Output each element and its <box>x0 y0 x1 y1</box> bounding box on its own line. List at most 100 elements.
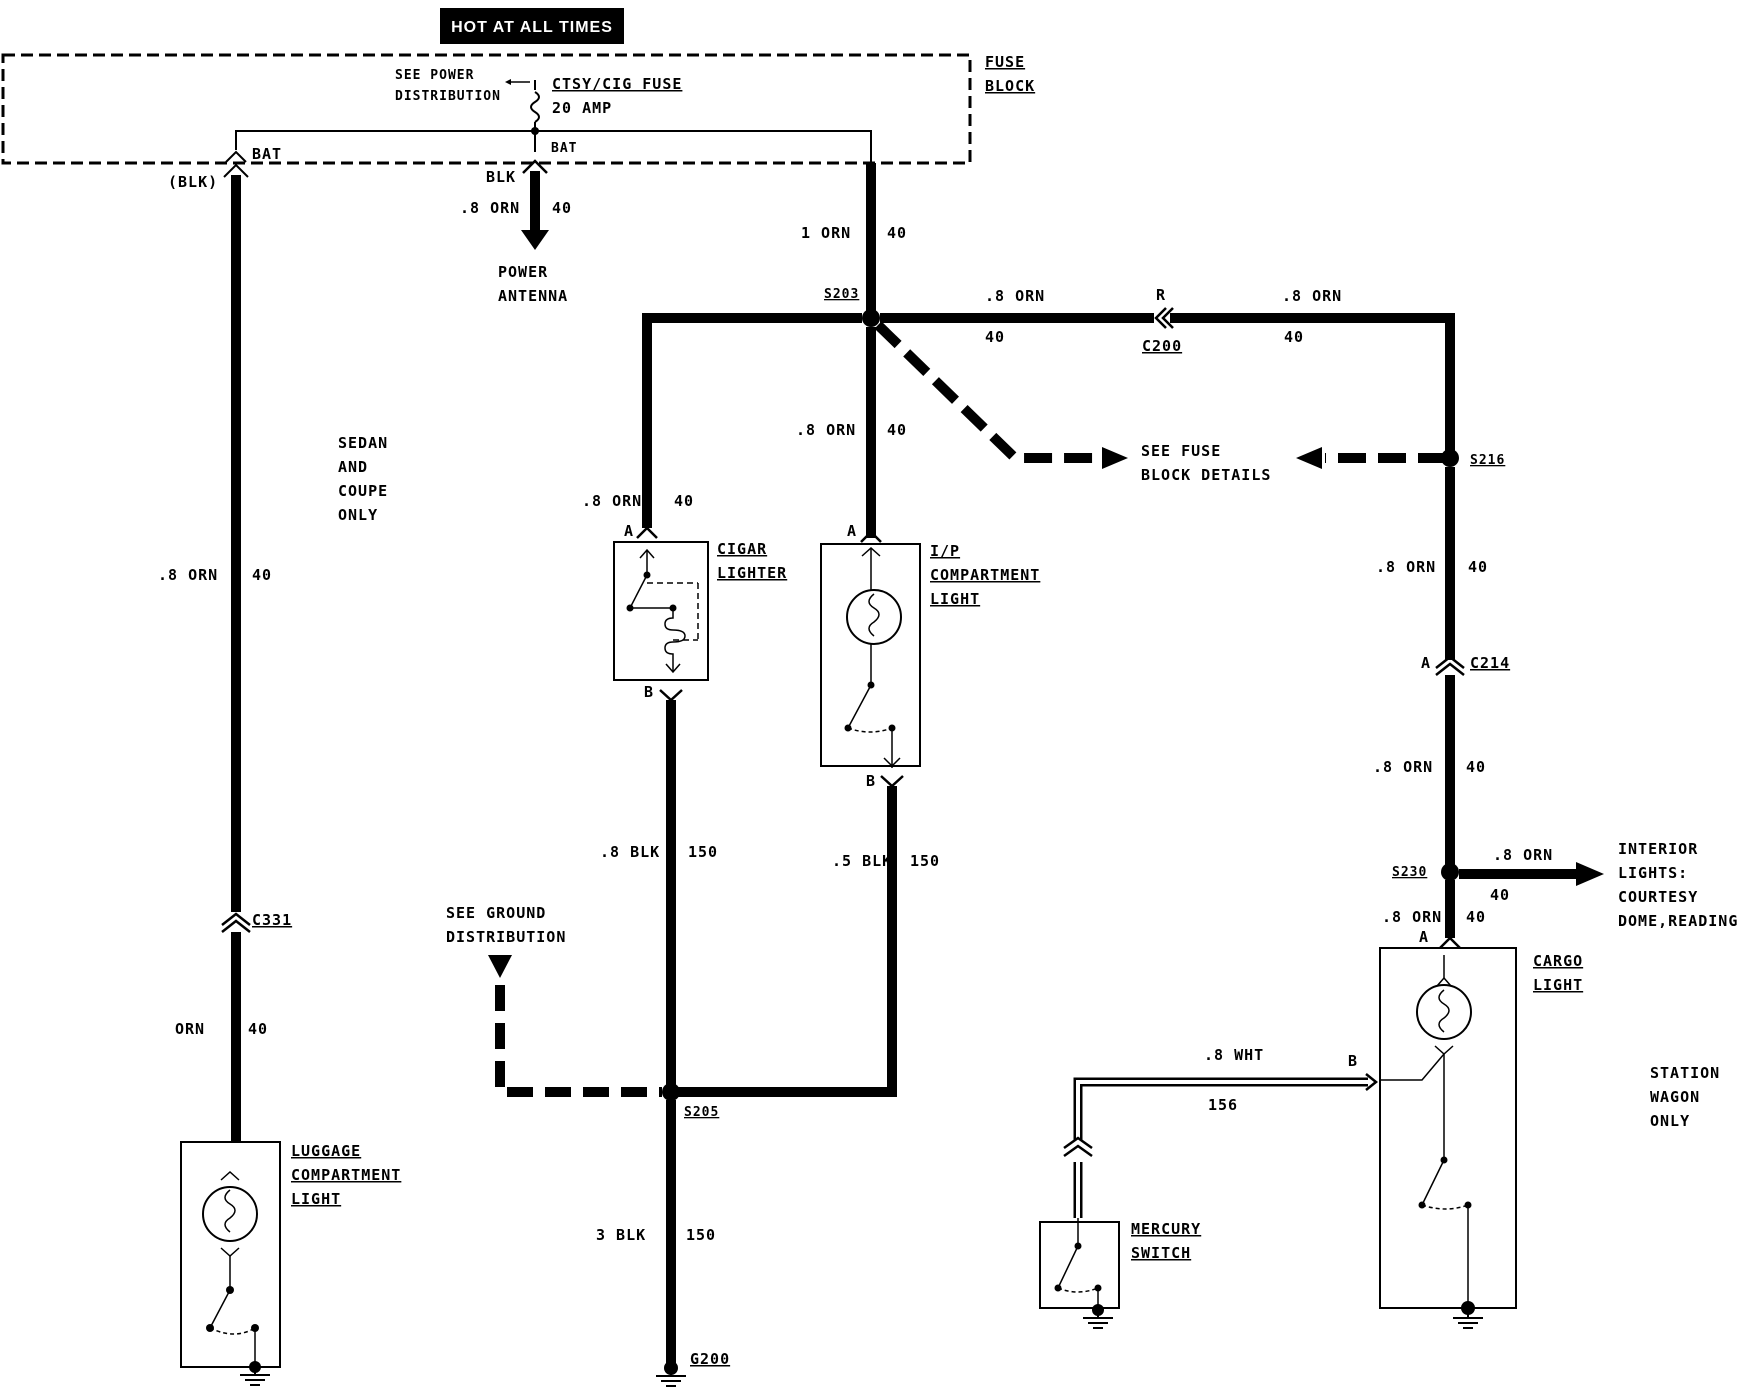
wire-c: .8 ORN <box>1382 908 1442 926</box>
see-fuse-1: SEE FUSE <box>1141 442 1221 460</box>
cargo-label-1: CARGO <box>1533 952 1583 970</box>
sedan-note-4: ONLY <box>338 506 378 524</box>
cigar-label-2: LIGHTER <box>717 564 787 582</box>
c214-label: C214 <box>1470 654 1510 672</box>
lamp-bulb-icon <box>846 589 902 645</box>
see-fuse-2: BLOCK DETAILS <box>1141 466 1271 484</box>
ip-label-2: COMPARTMENT <box>930 566 1040 584</box>
wire-ip-ground <box>671 786 897 1097</box>
cargo-label-2: LIGHT <box>1533 976 1583 994</box>
wire-ground-distribution <box>495 985 662 1097</box>
wagon-note-2: WAGON <box>1650 1088 1700 1106</box>
feed-wire: 1 ORN <box>801 224 851 242</box>
hot-label: HOT AT ALL TIMES <box>451 19 613 36</box>
cigar-circuit: 40 <box>674 492 694 510</box>
interior-wire: .8 ORN <box>1493 846 1553 864</box>
circuit-a: 40 <box>1468 558 1488 576</box>
wagon-note-3: ONLY <box>1650 1112 1690 1130</box>
door-switch-icon <box>209 1289 231 1329</box>
main-gnd-wire: 3 BLK <box>596 1226 646 1244</box>
interior-1: INTERIOR <box>1618 840 1698 858</box>
mercury-label-2: SWITCH <box>1131 1244 1191 1262</box>
ground-icon <box>240 1367 270 1386</box>
main-gnd-circuit: 150 <box>686 1226 716 1244</box>
c214-pin: A <box>1421 654 1431 672</box>
left-upper-circuit: 40 <box>252 566 272 584</box>
left-lower-circuit: 40 <box>248 1020 268 1038</box>
arrow-down-icon <box>521 230 549 250</box>
cigar-pin-a: A <box>624 522 634 540</box>
wagon-note-1: STATION <box>1650 1064 1720 1082</box>
upper-circuit-left: 40 <box>985 328 1005 346</box>
connector-mercury <box>1063 1136 1093 1158</box>
wire-c200-to-right <box>1170 313 1455 458</box>
ip-pin-a: A <box>847 522 857 540</box>
fuse-rating: 20 AMP <box>552 99 612 117</box>
see-power-line-2: DISTRIBUTION <box>395 89 501 104</box>
fuse-block-label-2: BLOCK <box>985 77 1035 95</box>
ground-icon <box>656 1361 686 1387</box>
ip-light-component <box>820 543 921 768</box>
ip-gnd-circuit: 150 <box>910 852 940 870</box>
arrow-down-icon <box>488 955 512 978</box>
sedan-note-2: AND <box>338 458 368 476</box>
wht-circuit: 156 <box>1208 1096 1238 1114</box>
sedan-note-3: COUPE <box>338 482 388 500</box>
fuse-bus <box>235 130 872 165</box>
interior-circuit: 40 <box>1490 886 1510 904</box>
antenna-circuit: 40 <box>552 199 572 217</box>
circuit-b: 40 <box>1466 758 1486 776</box>
connector-c331 <box>221 912 251 933</box>
antenna-dest-1: POWER <box>498 263 548 281</box>
wht-wire: .8 WHT <box>1204 1046 1264 1064</box>
sedan-note-1: SEDAN <box>338 434 388 452</box>
interior-2: LIGHTS: <box>1618 864 1688 882</box>
fuse-name: CTSY/CIG FUSE <box>552 75 682 93</box>
c200-pin: R <box>1156 286 1166 304</box>
splice-s205 <box>662 1083 680 1101</box>
cigar-gnd-wire: .8 BLK <box>600 843 660 861</box>
heating-element-icon <box>664 608 686 672</box>
g200-label: G200 <box>690 1350 730 1368</box>
bat-center: BAT <box>551 141 577 156</box>
c200-label: C200 <box>1142 337 1182 355</box>
ground-icon <box>1083 1310 1113 1329</box>
lamp-bulb-icon <box>1416 984 1472 1040</box>
arrow-right-icon <box>1102 447 1128 469</box>
bat-left: BAT <box>252 145 282 163</box>
ip-circuit: 40 <box>887 421 907 439</box>
antenna-wire: .8 ORN <box>460 199 520 217</box>
mercury-switch-icon <box>1057 1245 1079 1289</box>
cargo-light-component <box>1379 947 1517 1329</box>
door-switch-icon <box>1421 1159 1445 1206</box>
upper-wire-left: .8 ORN <box>985 287 1045 305</box>
left-lower-wire: ORN <box>175 1020 205 1038</box>
antenna-dest-2: ANTENNA <box>498 287 568 305</box>
arrow-left-icon <box>1296 447 1322 469</box>
antenna-blk: BLK <box>486 168 516 186</box>
mercury-label-1: MERCURY <box>1131 1220 1201 1238</box>
fuse-symbol <box>530 91 540 123</box>
s230-label: S230 <box>1392 865 1427 880</box>
interior-3: COURTESY <box>1618 888 1698 906</box>
luggage-label-3: LIGHT <box>291 1190 341 1208</box>
arrow-right-icon <box>1576 862 1604 886</box>
luggage-label-2: COMPARTMENT <box>291 1166 401 1184</box>
splice-s203 <box>862 309 880 327</box>
see-ground-2: DISTRIBUTION <box>446 928 566 946</box>
cargo-pin-b: B <box>1348 1052 1358 1070</box>
s216-label: S216 <box>1470 453 1505 468</box>
fuse-block-label-1: FUSE <box>985 53 1025 71</box>
blk-paren: (BLK) <box>168 173 218 191</box>
lamp-bulb-icon <box>202 1186 258 1242</box>
connector-c200 <box>1154 307 1174 329</box>
cigar-wire: .8 ORN <box>582 492 642 510</box>
ground-icon <box>1453 1308 1483 1329</box>
feed-circuit: 40 <box>887 224 907 242</box>
s205-label: S205 <box>684 1105 719 1120</box>
hot-at-all-times-banner: HOT AT ALL TIMES <box>440 8 624 44</box>
circuit-c: 40 <box>1466 908 1486 926</box>
upper-circuit-right: 40 <box>1284 328 1304 346</box>
mercury-switch-component <box>1039 1218 1120 1329</box>
